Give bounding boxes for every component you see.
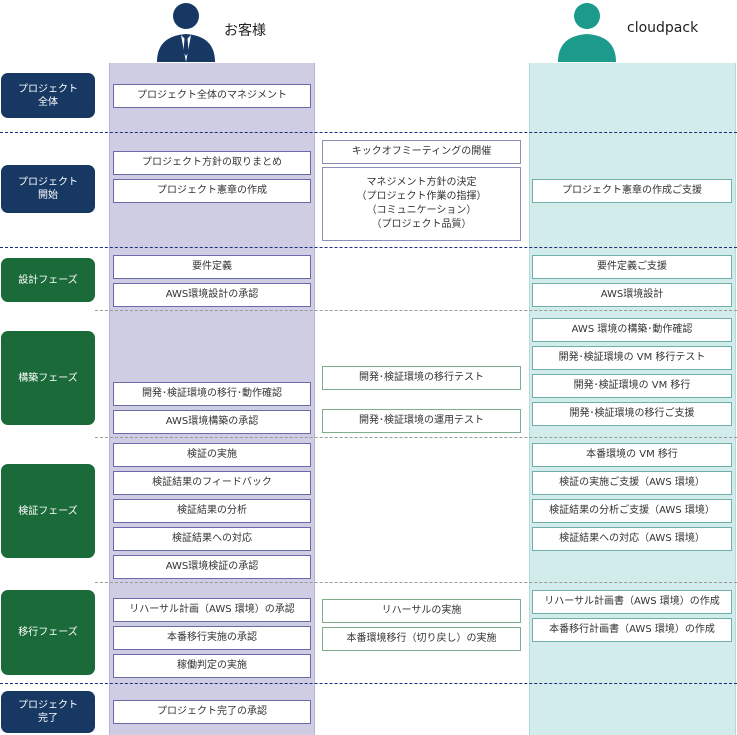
customer-task: AWS環境設計の承認	[113, 283, 311, 307]
provider-task: 開発･検証環境の移行ご支援	[532, 402, 732, 426]
customer-task: 要件定義	[113, 255, 311, 279]
customer-task: 検証結果への対応	[113, 527, 311, 551]
provider-task: 開発･検証環境の VM 移行テスト	[532, 346, 732, 370]
phase-separator	[0, 683, 737, 684]
phase-separator	[0, 247, 737, 248]
provider-task: プロジェクト憲章の作成ご支援	[532, 179, 732, 203]
phase-separator	[95, 582, 737, 583]
person-suit-icon	[155, 0, 217, 62]
joint-task: キックオフミーティングの開催	[322, 140, 521, 164]
customer-task: プロジェクト憲章の作成	[113, 179, 311, 203]
customer-task: プロジェクト完了の承認	[113, 700, 311, 724]
provider-task: 本番環境の VM 移行	[532, 443, 732, 467]
provider-task: 本番移行計画書（AWS 環境）の作成	[532, 618, 732, 642]
phase-separator	[95, 310, 737, 311]
customer-task: 開発･検証環境の移行･動作確認	[113, 382, 311, 406]
customer-task: AWS環境検証の承認	[113, 555, 311, 579]
provider-task: 検証結果への対応（AWS 環境）	[532, 527, 732, 551]
provider-task: 検証結果の分析ご支援（AWS 環境）	[532, 499, 732, 523]
customer-task: 稼働判定の実施	[113, 654, 311, 678]
customer-task: プロジェクト全体のマネジメント	[113, 84, 311, 108]
customer-task: プロジェクト方針の取りまとめ	[113, 151, 311, 175]
phase-label: プロジェクト 完了	[1, 691, 95, 733]
phase-separator	[0, 132, 737, 133]
phase-label: プロジェクト 全体	[1, 73, 95, 118]
phase-separator	[95, 437, 737, 438]
customer-task: 本番移行実施の承認	[113, 626, 311, 650]
customer-task: リハーサル計画（AWS 環境）の承認	[113, 598, 311, 622]
joint-task: マネジメント方針の決定 （プロジェクト作業の指揮） （コミュニケーション） （プ…	[322, 167, 521, 241]
joint-task: 本番環境移行（切り戻し）の実施	[322, 627, 521, 651]
provider-task: 開発･検証環境の VM 移行	[532, 374, 732, 398]
phase-label: 構築フェーズ	[1, 331, 95, 425]
customer-task: 検証結果のフィードバック	[113, 471, 311, 495]
joint-task: 開発･検証環境の移行テスト	[322, 366, 521, 390]
phase-label: 検証フェーズ	[1, 464, 95, 558]
joint-task: リハーサルの実施	[322, 599, 521, 623]
provider-header-label: cloudpack	[627, 20, 699, 36]
customer-task: 検証の実施	[113, 443, 311, 467]
customer-task: AWS環境構築の承認	[113, 410, 311, 434]
customer-task: 検証結果の分析	[113, 499, 311, 523]
person-icon	[556, 0, 618, 62]
phase-label: 移行フェーズ	[1, 590, 95, 675]
provider-task: リハーサル計画書（AWS 環境）の作成	[532, 590, 732, 614]
phase-label: プロジェクト 開始	[1, 165, 95, 213]
phase-label: 設計フェーズ	[1, 258, 95, 302]
provider-task: 要件定義ご支援	[532, 255, 732, 279]
provider-task: AWS環境設計	[532, 283, 732, 307]
customer-header-label: お客様	[224, 23, 266, 39]
provider-task: 検証の実施ご支援（AWS 環境）	[532, 471, 732, 495]
provider-task: AWS 環境の構築･動作確認	[532, 318, 732, 342]
joint-task: 開発･検証環境の運用テスト	[322, 409, 521, 433]
